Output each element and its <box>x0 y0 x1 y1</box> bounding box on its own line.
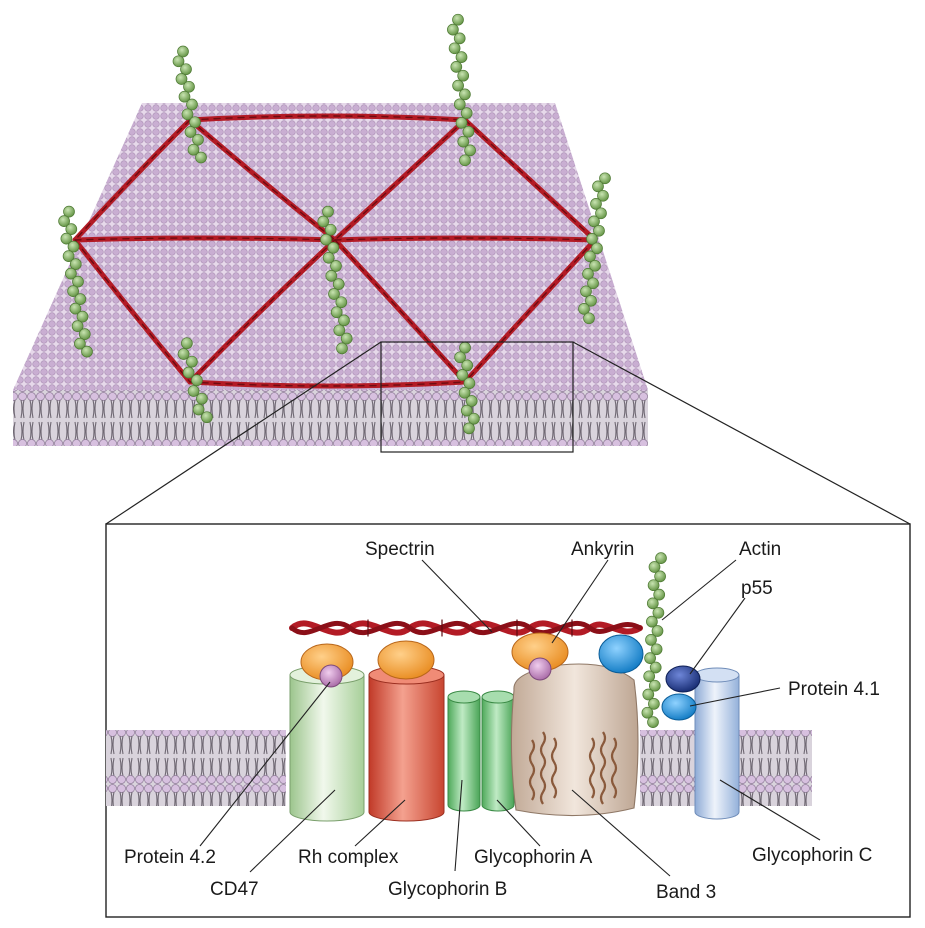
spectrin-strand-detail <box>289 619 643 637</box>
label-rh-complex: Rh complex <box>298 847 399 868</box>
labels: Spectrin Ankyrin Actin p55 Protein 4.1 P… <box>124 539 880 903</box>
label-protein41: Protein 4.1 <box>788 679 880 700</box>
p55-protein <box>665 665 701 693</box>
adducin-cap <box>598 634 644 674</box>
label-glycophorin-a: Glycophorin A <box>474 847 593 868</box>
zoom-line-right <box>572 341 911 525</box>
actin-filament-3 <box>58 205 93 358</box>
zoom-callout <box>105 341 911 525</box>
label-ankyrin: Ankyrin <box>571 539 634 560</box>
actin-filament-detail <box>641 552 667 728</box>
actin-filament-7 <box>454 341 480 435</box>
actin-filament-6 <box>177 337 213 424</box>
actin-filament-5 <box>578 172 611 325</box>
glycophorin-c-protein <box>694 667 740 820</box>
label-actin: Actin <box>739 539 781 560</box>
zoom-line-left <box>105 341 382 525</box>
label-glycophorin-b: Glycophorin B <box>388 879 507 900</box>
label-glycophorin-c: Glycophorin C <box>752 845 872 866</box>
label-band3: Band 3 <box>656 882 716 903</box>
rh-complex-protein <box>368 665 445 822</box>
ankyrin-rh <box>377 640 435 680</box>
protein42-cd47 <box>319 664 343 688</box>
actin-filament-detail-beads <box>641 552 667 728</box>
label-spectrin: Spectrin <box>365 539 435 560</box>
membrane-bilayer-edge <box>13 390 648 446</box>
actin-filament-1 <box>172 45 207 164</box>
actin-filaments-overview <box>58 13 611 435</box>
spectrin-network <box>72 113 598 389</box>
label-protein42: Protein 4.2 <box>124 847 216 868</box>
glycophorin-b-protein <box>447 690 481 812</box>
protein42-band3 <box>528 657 552 681</box>
protein41-protein <box>661 693 697 721</box>
leader-lines <box>199 559 821 877</box>
zoom-region-box <box>380 341 574 453</box>
band3-protein <box>510 663 639 817</box>
actin-filament-2 <box>447 13 476 167</box>
actin-filament-4 <box>317 205 353 355</box>
label-p55: p55 <box>741 578 773 599</box>
glycophorin-a-protein <box>481 690 515 812</box>
label-cd47: CD47 <box>210 879 259 900</box>
